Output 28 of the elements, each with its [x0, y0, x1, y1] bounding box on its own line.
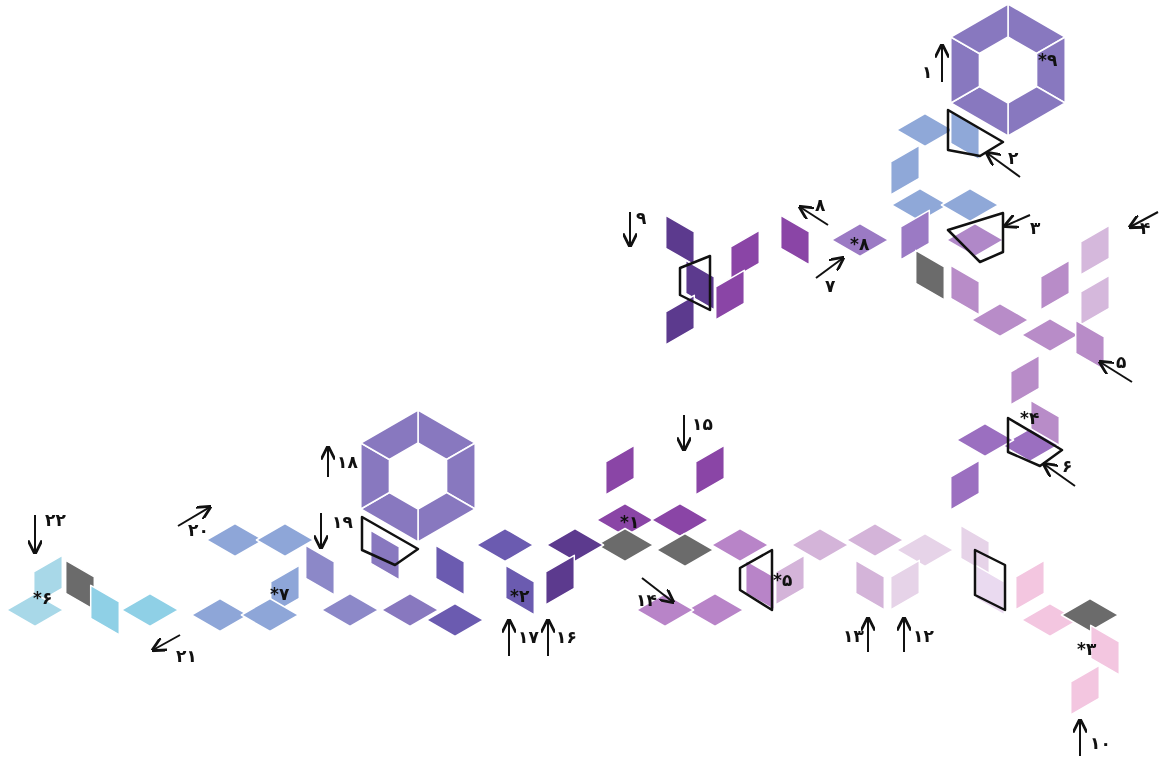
- callout-number: *۴: [1020, 408, 1040, 428]
- callout-number: ۱۷: [518, 627, 539, 647]
- callout-number: ۱: [922, 62, 933, 82]
- callout-number: *۹: [1038, 50, 1058, 70]
- callout-number: ۱۹: [332, 512, 353, 532]
- callout-number: *۵: [773, 570, 793, 590]
- callout-number: ۱۸: [337, 452, 358, 472]
- callout-number: ۷: [825, 276, 836, 296]
- callout-number: ۱۴: [636, 590, 657, 610]
- callout-number: ۲۰: [188, 520, 209, 540]
- callout-number: ۱۳: [843, 626, 864, 646]
- callout-number: *۸: [850, 234, 870, 254]
- callout-number: ۱۲: [913, 626, 934, 646]
- callout-number: ۵: [1116, 352, 1127, 372]
- callout-number: *۱: [620, 512, 640, 532]
- callout-number: ۲۲: [45, 510, 66, 530]
- callout-number: *۶: [33, 588, 53, 608]
- callout-number: ۱۰: [1090, 733, 1111, 753]
- callout-number: ۳: [1030, 218, 1041, 238]
- callout-number: *۳: [1077, 639, 1097, 659]
- callout-number: ۶: [1062, 456, 1073, 476]
- callout-number: ۱۵: [692, 414, 713, 434]
- callout-number: ۲: [1008, 148, 1019, 168]
- callout-number: ۱۶: [556, 627, 577, 647]
- callout-number: *۲: [510, 586, 530, 606]
- callout-number: ۹: [636, 208, 647, 228]
- callout-number: ۸: [815, 195, 826, 215]
- callout-number: ۲۱: [176, 646, 197, 666]
